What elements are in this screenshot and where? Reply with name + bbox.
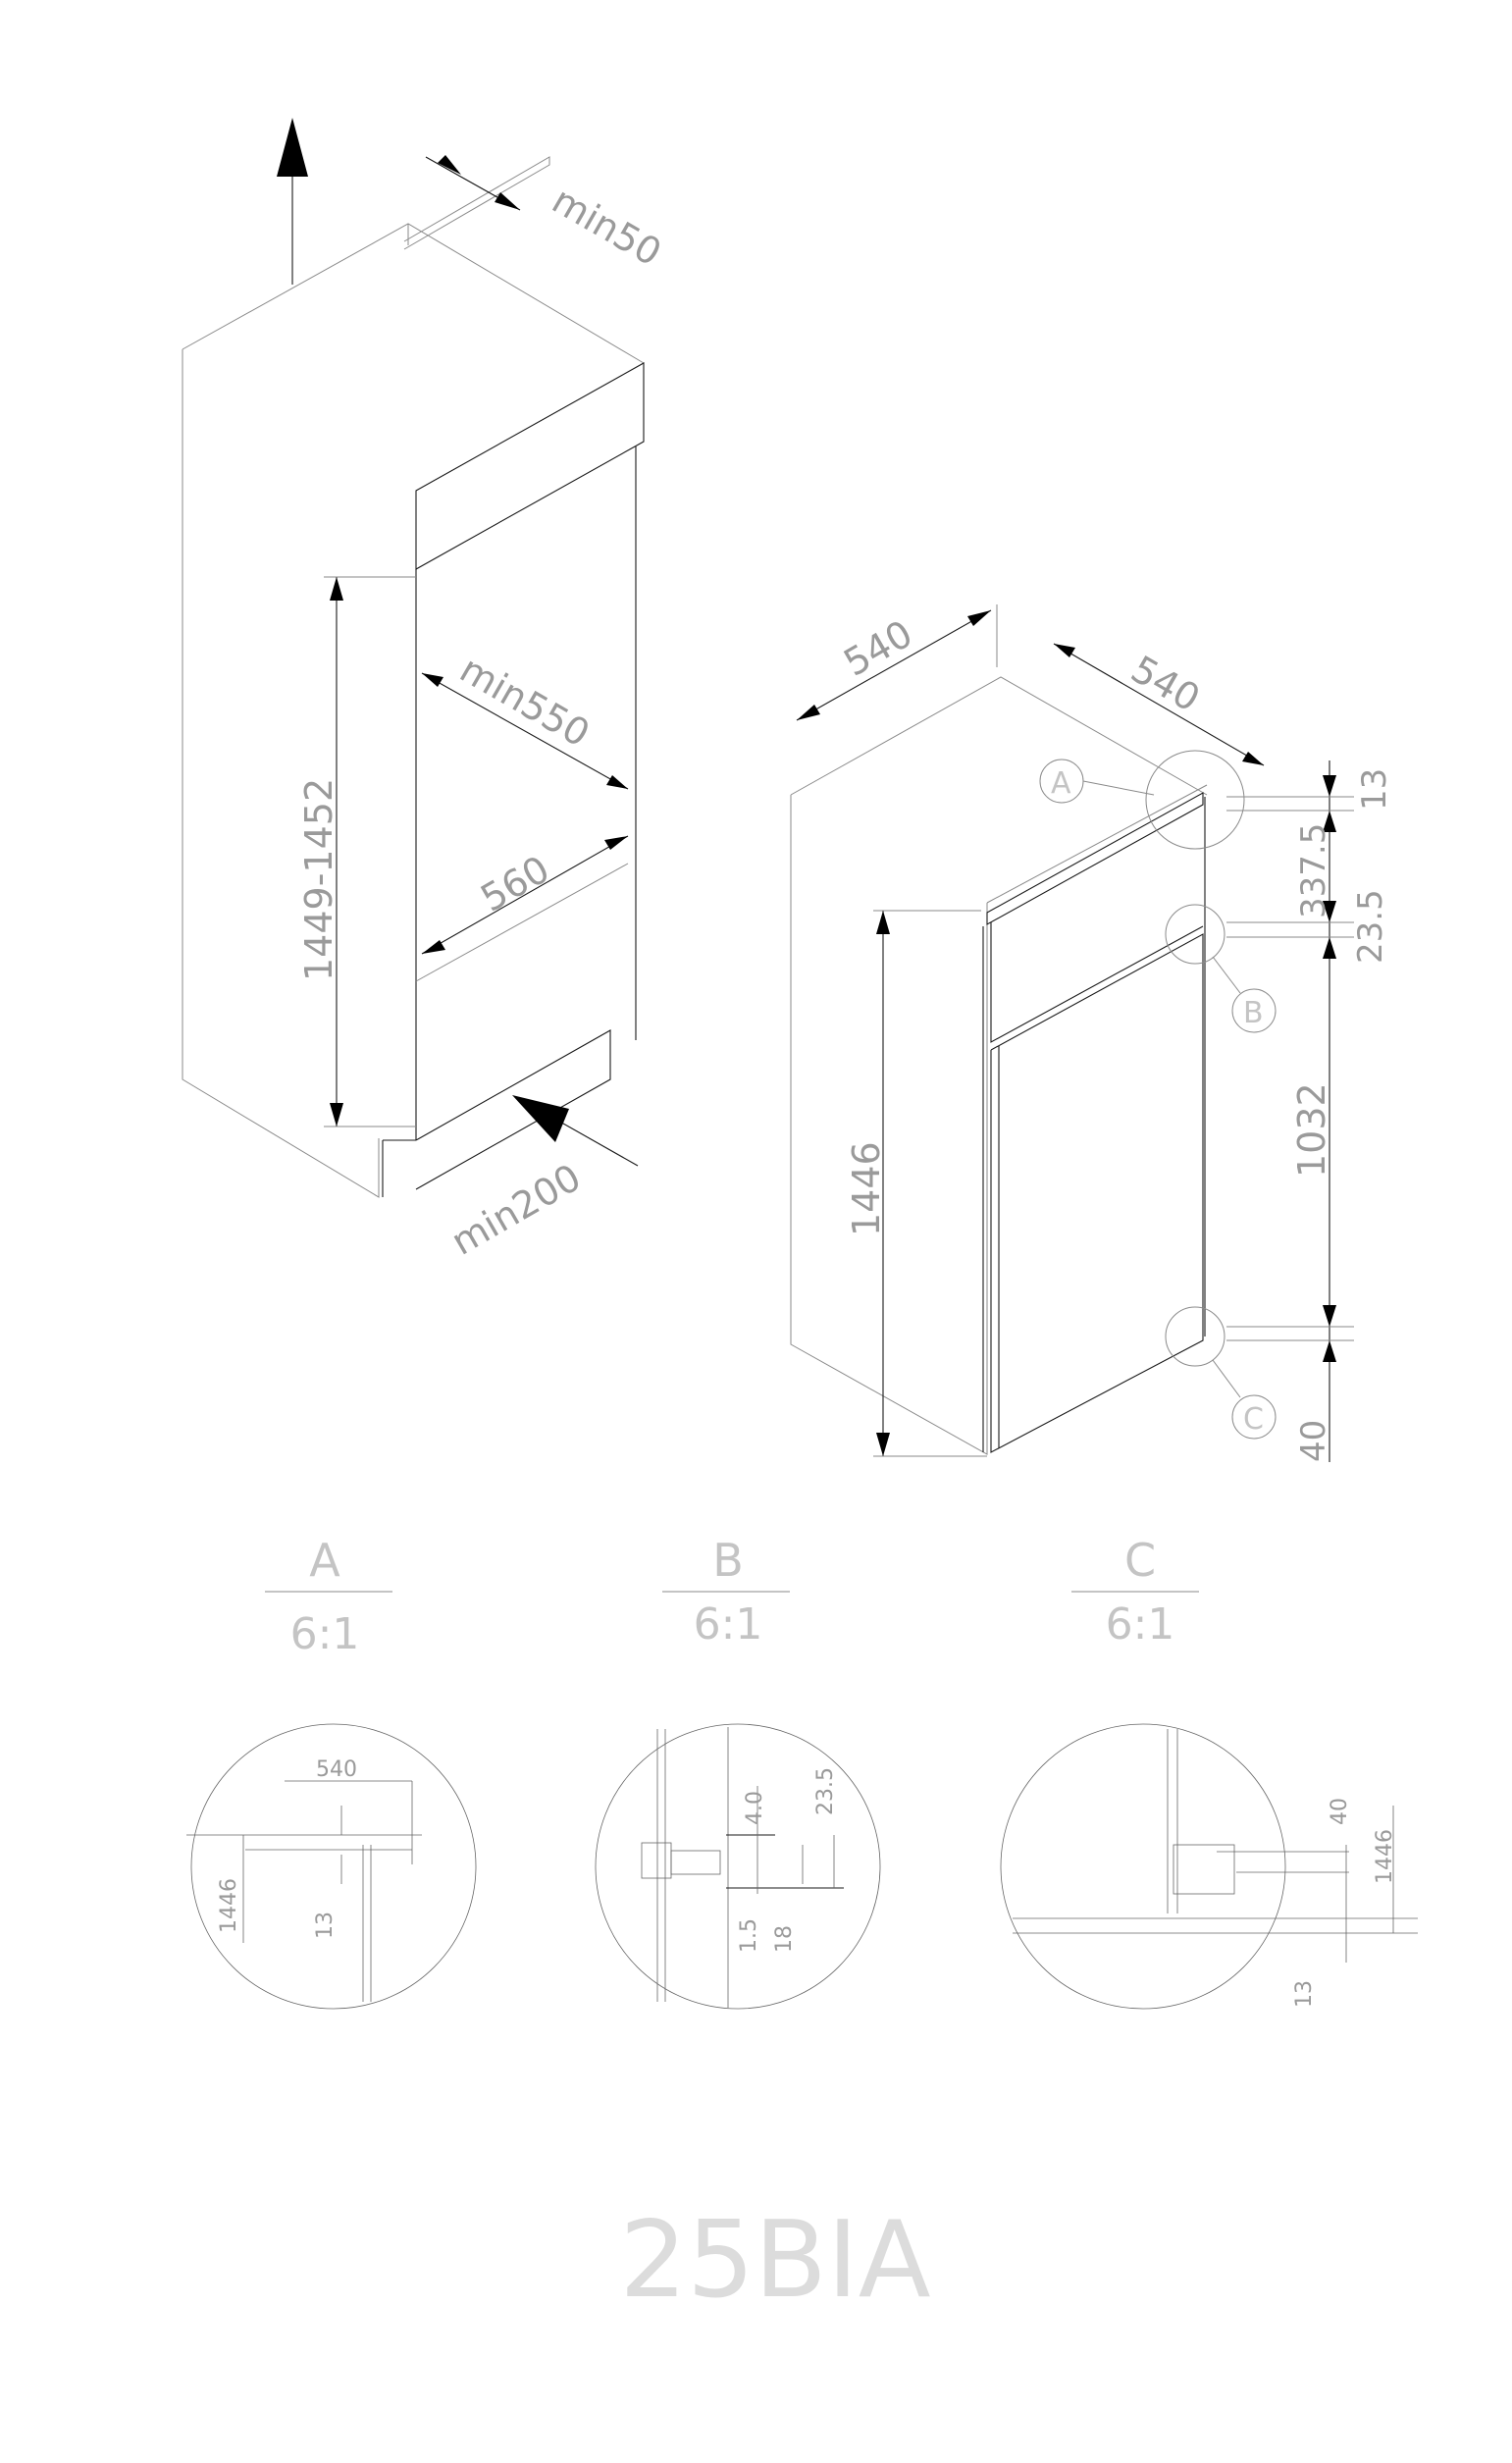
detail-b-dim-23: 23.5 [813,1767,838,1815]
dim-bottom-vent: min200 [444,1156,589,1264]
detail-circle-c [1165,1306,1225,1367]
cabinet-niche-view: min50 1449-1452 min550 560 min200 [182,118,668,1264]
detail-a: A 6:1 540 1446 13 [186,1534,477,2010]
dim-right-1032: 1032 [1290,1082,1333,1178]
dim-right-23: 23.5 [1351,889,1390,964]
dim-right-13: 13 [1355,768,1394,811]
fridge-door [990,922,1204,1043]
dim-width: 560 [474,847,557,919]
cabinet-bottom-shelf [415,1029,611,1190]
detail-c-dim-1446: 1446 [1373,1829,1397,1884]
detail-c-scale: 6:1 [1106,1599,1175,1650]
marker-b: B [1243,996,1264,1030]
dim-height: 1446 [845,1141,888,1236]
detail-a-dim-13: 13 [313,1912,338,1939]
dim-niche-height: 1449-1452 [297,778,340,981]
detail-a-circle [190,1723,477,2010]
cabinet-outline [182,349,380,1198]
detail-b: B 6:1 4.0 23.5 1.5 18 [595,1534,881,2010]
detail-b-dim-40: 4.0 [743,1791,767,1825]
airflow-vent-arrow-icon [512,1095,569,1142]
dim-top-gap: min50 [546,179,669,275]
detail-a-dim-540: 540 [316,1757,357,1782]
dim-right-40: 40 [1294,1420,1333,1462]
dim-right-337: 337.5 [1294,823,1333,918]
detail-circle-a [1145,750,1245,850]
detail-a-letter: A [309,1534,340,1587]
detail-c-circle [1000,1723,1286,2010]
detail-c-dim-40: 40 [1328,1798,1352,1825]
airflow-up-arrow-icon [277,118,308,177]
cabinet-top-panel [415,362,645,570]
detail-b-dim-15: 1.5 [737,1918,761,1953]
detail-b-letter: B [712,1534,744,1587]
appliance-outline [790,795,988,1455]
freezer-door [986,792,1204,925]
detail-c: C 6:1 40 1446 13 [1000,1534,1418,2010]
marker-a: A [1051,766,1071,801]
marker-c: C [1243,1402,1264,1437]
detail-b-scale: 6:1 [694,1599,763,1650]
detail-c-dim-13: 13 [1292,1980,1317,2008]
detail-a-scale: 6:1 [290,1609,360,1659]
detail-circle-b [1165,904,1225,965]
dim-depth: min550 [453,648,598,756]
appliance-view: 540 540 1446 A B C [790,604,1394,1462]
detail-c-letter: C [1124,1534,1156,1587]
detail-b-circle [595,1723,881,2010]
detail-a-dim-1446: 1446 [217,1878,241,1933]
model-name: 25BIA [619,2199,930,2322]
detail-b-dim-18: 18 [772,1925,797,1953]
dim-top-width: 540 [1124,648,1208,720]
